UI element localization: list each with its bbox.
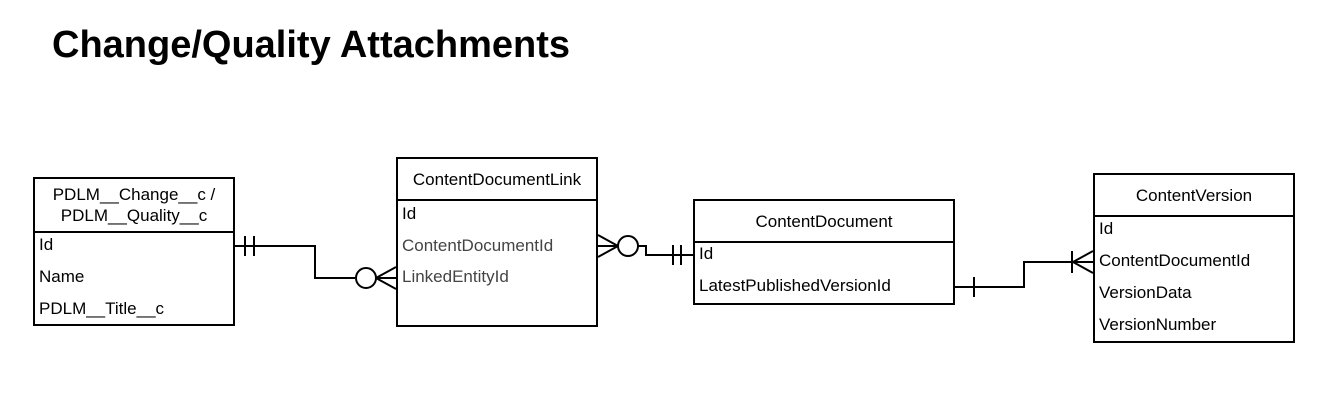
- field-content-document-id: ContentDocumentId: [402, 236, 554, 255]
- field-id: Id: [39, 235, 54, 254]
- field-latest-published-version-id: LatestPublishedVersionId: [699, 276, 891, 295]
- field-name: Name: [39, 267, 85, 286]
- field-id: Id: [1099, 219, 1114, 238]
- field-content-document-id: ContentDocumentId: [1099, 251, 1251, 270]
- relationship-change-to-link[interactable]: [235, 236, 397, 290]
- field-linked-entity-id: LinkedEntityId: [402, 267, 509, 286]
- entity-content-document[interactable]: ContentDocument Id LatestPublishedVersio…: [693, 199, 955, 305]
- diagram-title: Change/Quality Attachments: [52, 24, 571, 66]
- entity-header: ContentDocument: [695, 201, 953, 243]
- entity-content-document-link[interactable]: ContentDocumentLink Id ContentDocumentId…: [396, 157, 598, 327]
- field-title: PDLM__Title__c: [39, 299, 165, 318]
- field-version-number: VersionNumber: [1099, 315, 1217, 334]
- entity-header: PDLM__Change__c / PDLM__Quality__c: [35, 179, 233, 233]
- field-id: Id: [402, 204, 417, 223]
- relationship-document-to-version[interactable]: [955, 250, 1094, 297]
- entity-header: ContentVersion: [1095, 175, 1293, 217]
- entity-content-version[interactable]: ContentVersion Id ContentDocumentId Vers…: [1093, 173, 1295, 343]
- field-id: Id: [699, 244, 714, 263]
- entity-header: ContentDocumentLink: [398, 159, 596, 201]
- relationship-link-to-document[interactable]: [597, 234, 693, 265]
- entity-change-quality[interactable]: PDLM__Change__c / PDLM__Quality__c Id Na…: [33, 177, 235, 326]
- field-version-data: VersionData: [1099, 283, 1192, 302]
